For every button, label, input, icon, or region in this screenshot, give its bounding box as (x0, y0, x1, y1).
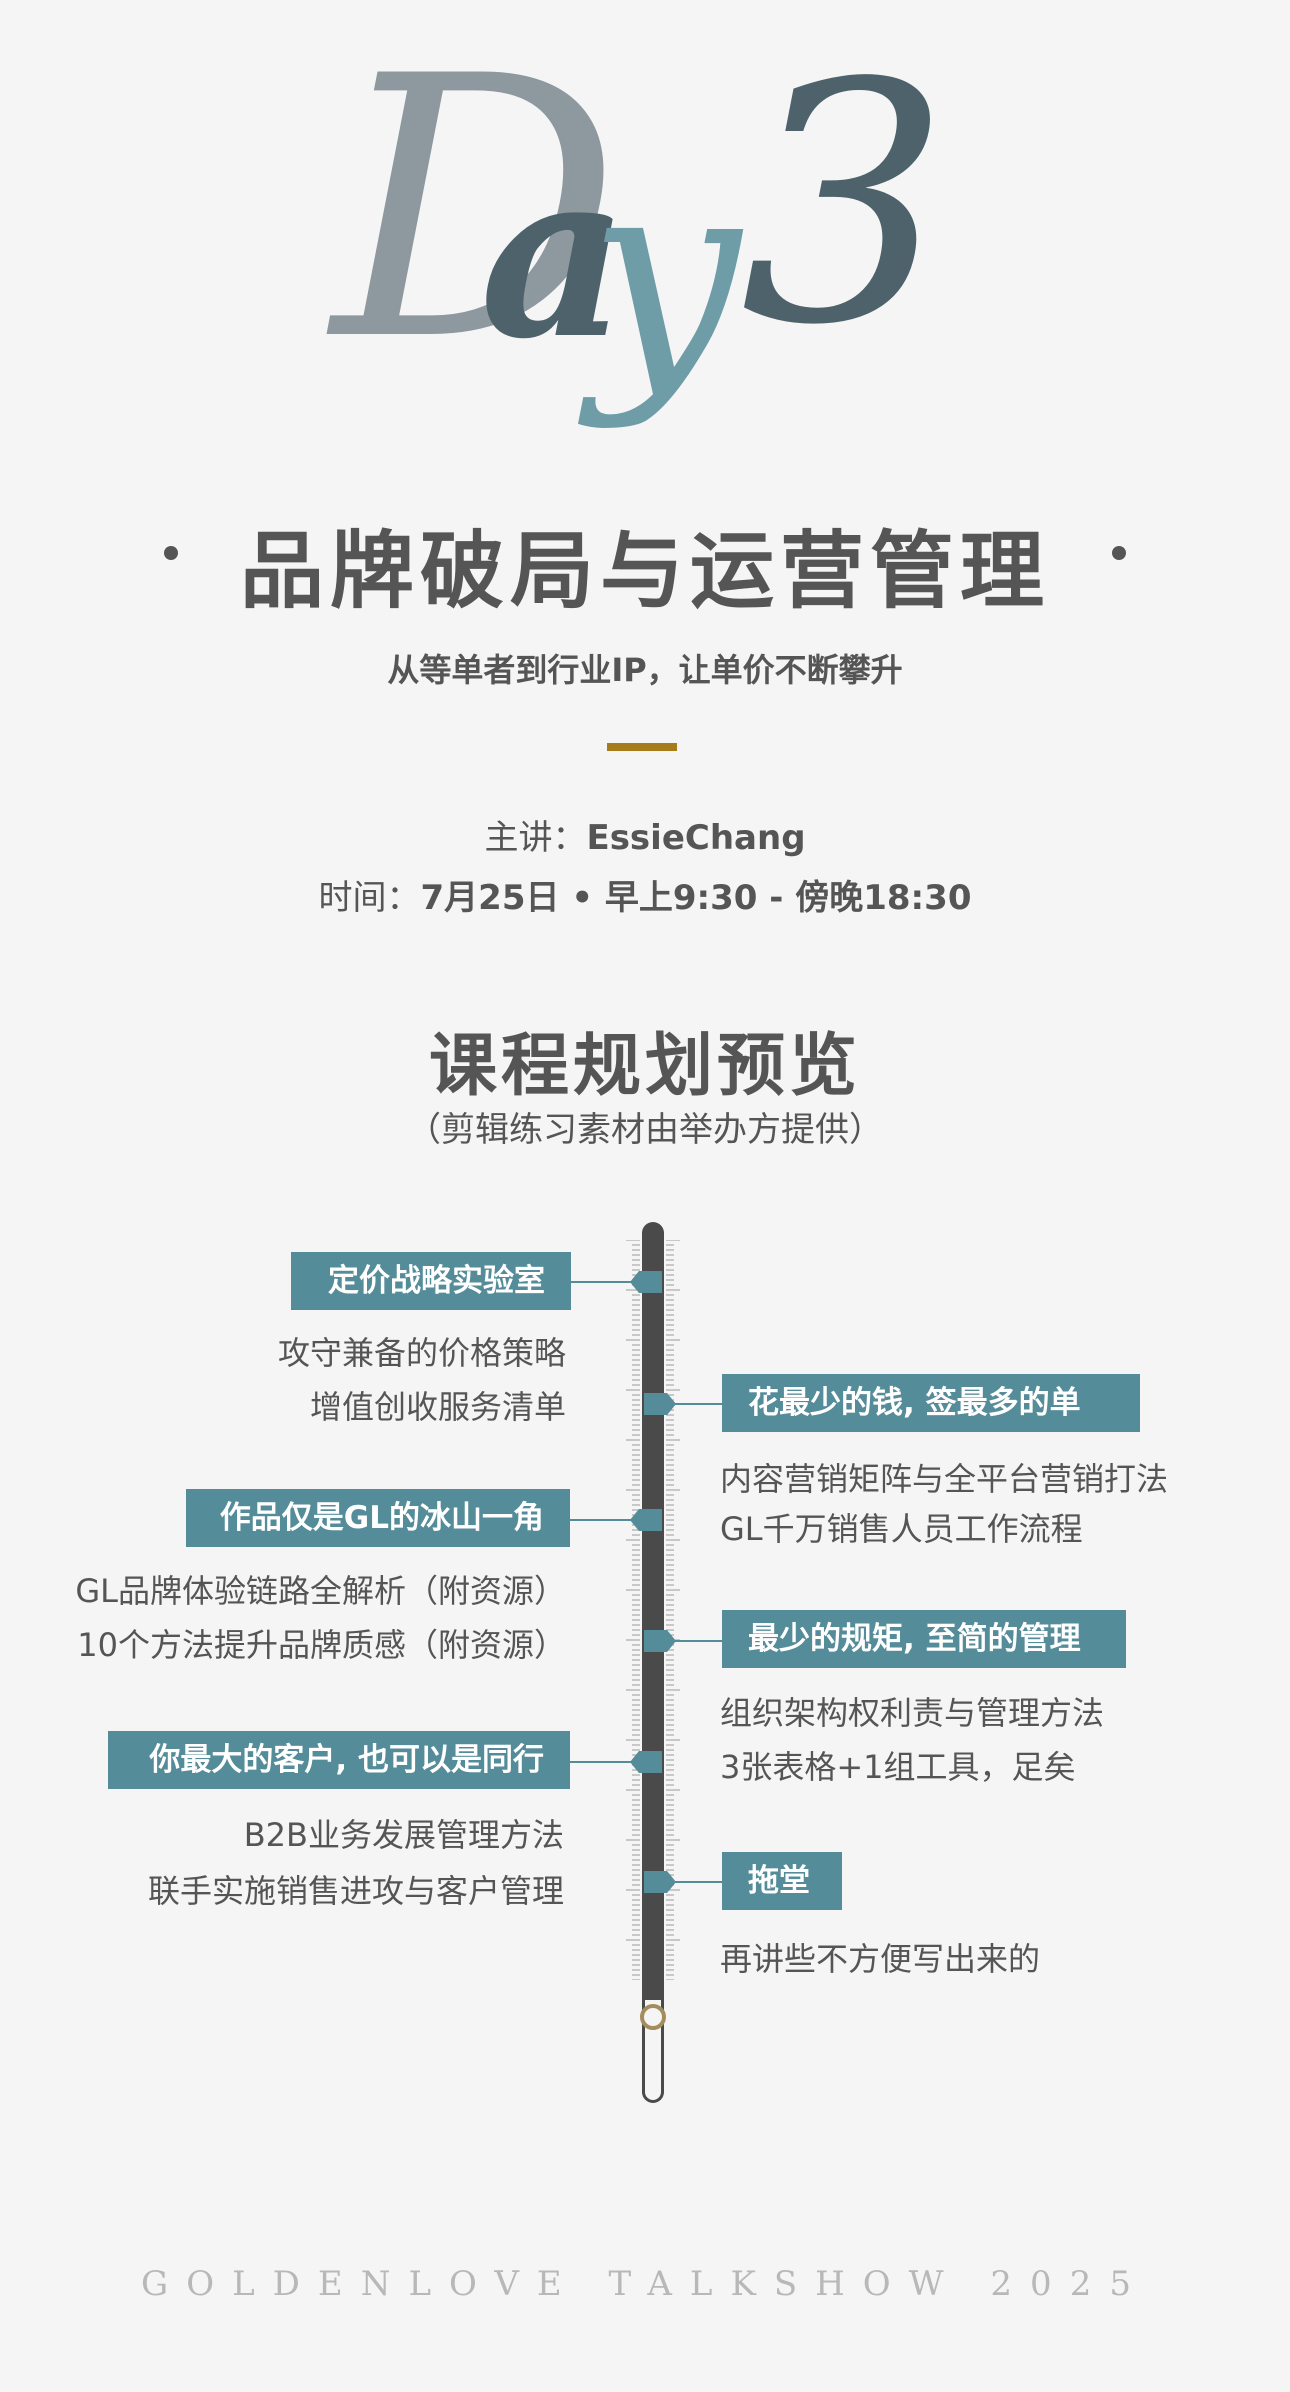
timeline-end-ball (640, 2004, 666, 2030)
module-4-line-2: 3张表格+1组工具，足矣 (720, 1748, 1076, 1786)
timeline-marker-2 (644, 1393, 676, 1415)
hero-letter-d: D (332, 0, 621, 419)
hero-letter-a: a (480, 120, 630, 390)
timeline-marker-1 (630, 1271, 662, 1293)
speaker-line: 主讲：EssieChang (0, 810, 1290, 859)
module-2-line-1: 内容营销矩阵与全平台营销打法 (720, 1460, 1169, 1498)
module-tag-5: 你最大的客户, 也可以是同行 (108, 1731, 570, 1789)
timeline-marker-6 (644, 1871, 676, 1893)
time-value: 7月25日 • 早上9:30 - 傍晚18:30 (420, 878, 972, 918)
module-6-line-1: 再讲些不方便写出来的 (720, 1940, 1041, 1978)
connector-6 (662, 1881, 722, 1883)
timeline-marker-5 (630, 1751, 662, 1773)
module-tag-3: 作品仅是GL的冰山一角 (186, 1489, 570, 1547)
module-4-line-1: 组织架构权利责与管理方法 (720, 1694, 1105, 1732)
timeline-marker-4 (644, 1630, 676, 1652)
accent-divider (607, 743, 677, 751)
module-3-line-2: 10个方法提升品牌质感（附资源） (77, 1626, 566, 1664)
time-label: 时间： (318, 878, 421, 918)
speaker-name: EssieChang (586, 818, 806, 858)
main-title: 品牌破局与运营管理 (239, 521, 1050, 620)
module-tag-4: 最少的规矩, 至简的管理 (722, 1610, 1126, 1668)
footer-brand: GOLDENLOVE TALKSHOW 2025 (141, 2264, 1149, 2304)
module-1-line-1: 攻守兼备的价格策略 (277, 1334, 566, 1372)
time-line: 时间：7月25日 • 早上9:30 - 傍晚18:30 (0, 870, 1290, 919)
timeline-marker-3 (630, 1509, 662, 1531)
module-5-line-1: B2B业务发展管理方法 (243, 1816, 564, 1854)
module-tag-1: 定价战略实验室 (291, 1252, 571, 1310)
module-5-line-2: 联手实施销售进攻与客户管理 (147, 1872, 564, 1910)
timeline-tube (642, 1222, 664, 2102)
module-tag-6: 拖堂 (722, 1852, 842, 1910)
module-tag-2: 花最少的钱, 签最多的单 (722, 1374, 1140, 1432)
timeline-ruler-ticks (626, 1240, 680, 1980)
connector-2 (662, 1403, 722, 1405)
connector-5 (570, 1761, 632, 1763)
plan-subtitle: （剪辑练习素材由举办方提供） (407, 1110, 883, 1150)
connector-1 (570, 1281, 632, 1283)
plan-title: 课程规划预览 (428, 1026, 861, 1106)
module-3-line-1: GL品牌体验链路全解析（附资源） (75, 1572, 566, 1610)
subtitle: 从等单者到行业IP，让单价不断攀升 (387, 651, 903, 689)
module-1-line-2: 增值创收服务清单 (309, 1388, 566, 1426)
title-dot-right (1112, 546, 1126, 560)
connector-4 (662, 1640, 722, 1642)
title-dot-left (164, 546, 178, 560)
hero-number-3: 3 (740, 13, 950, 397)
module-2-line-2: GL千万销售人员工作流程 (720, 1510, 1083, 1548)
hero-day3: D a y 3 (0, 0, 1290, 480)
connector-3 (570, 1519, 632, 1521)
hero-letter-y: y (588, 117, 741, 432)
speaker-label: 主讲： (484, 818, 587, 858)
